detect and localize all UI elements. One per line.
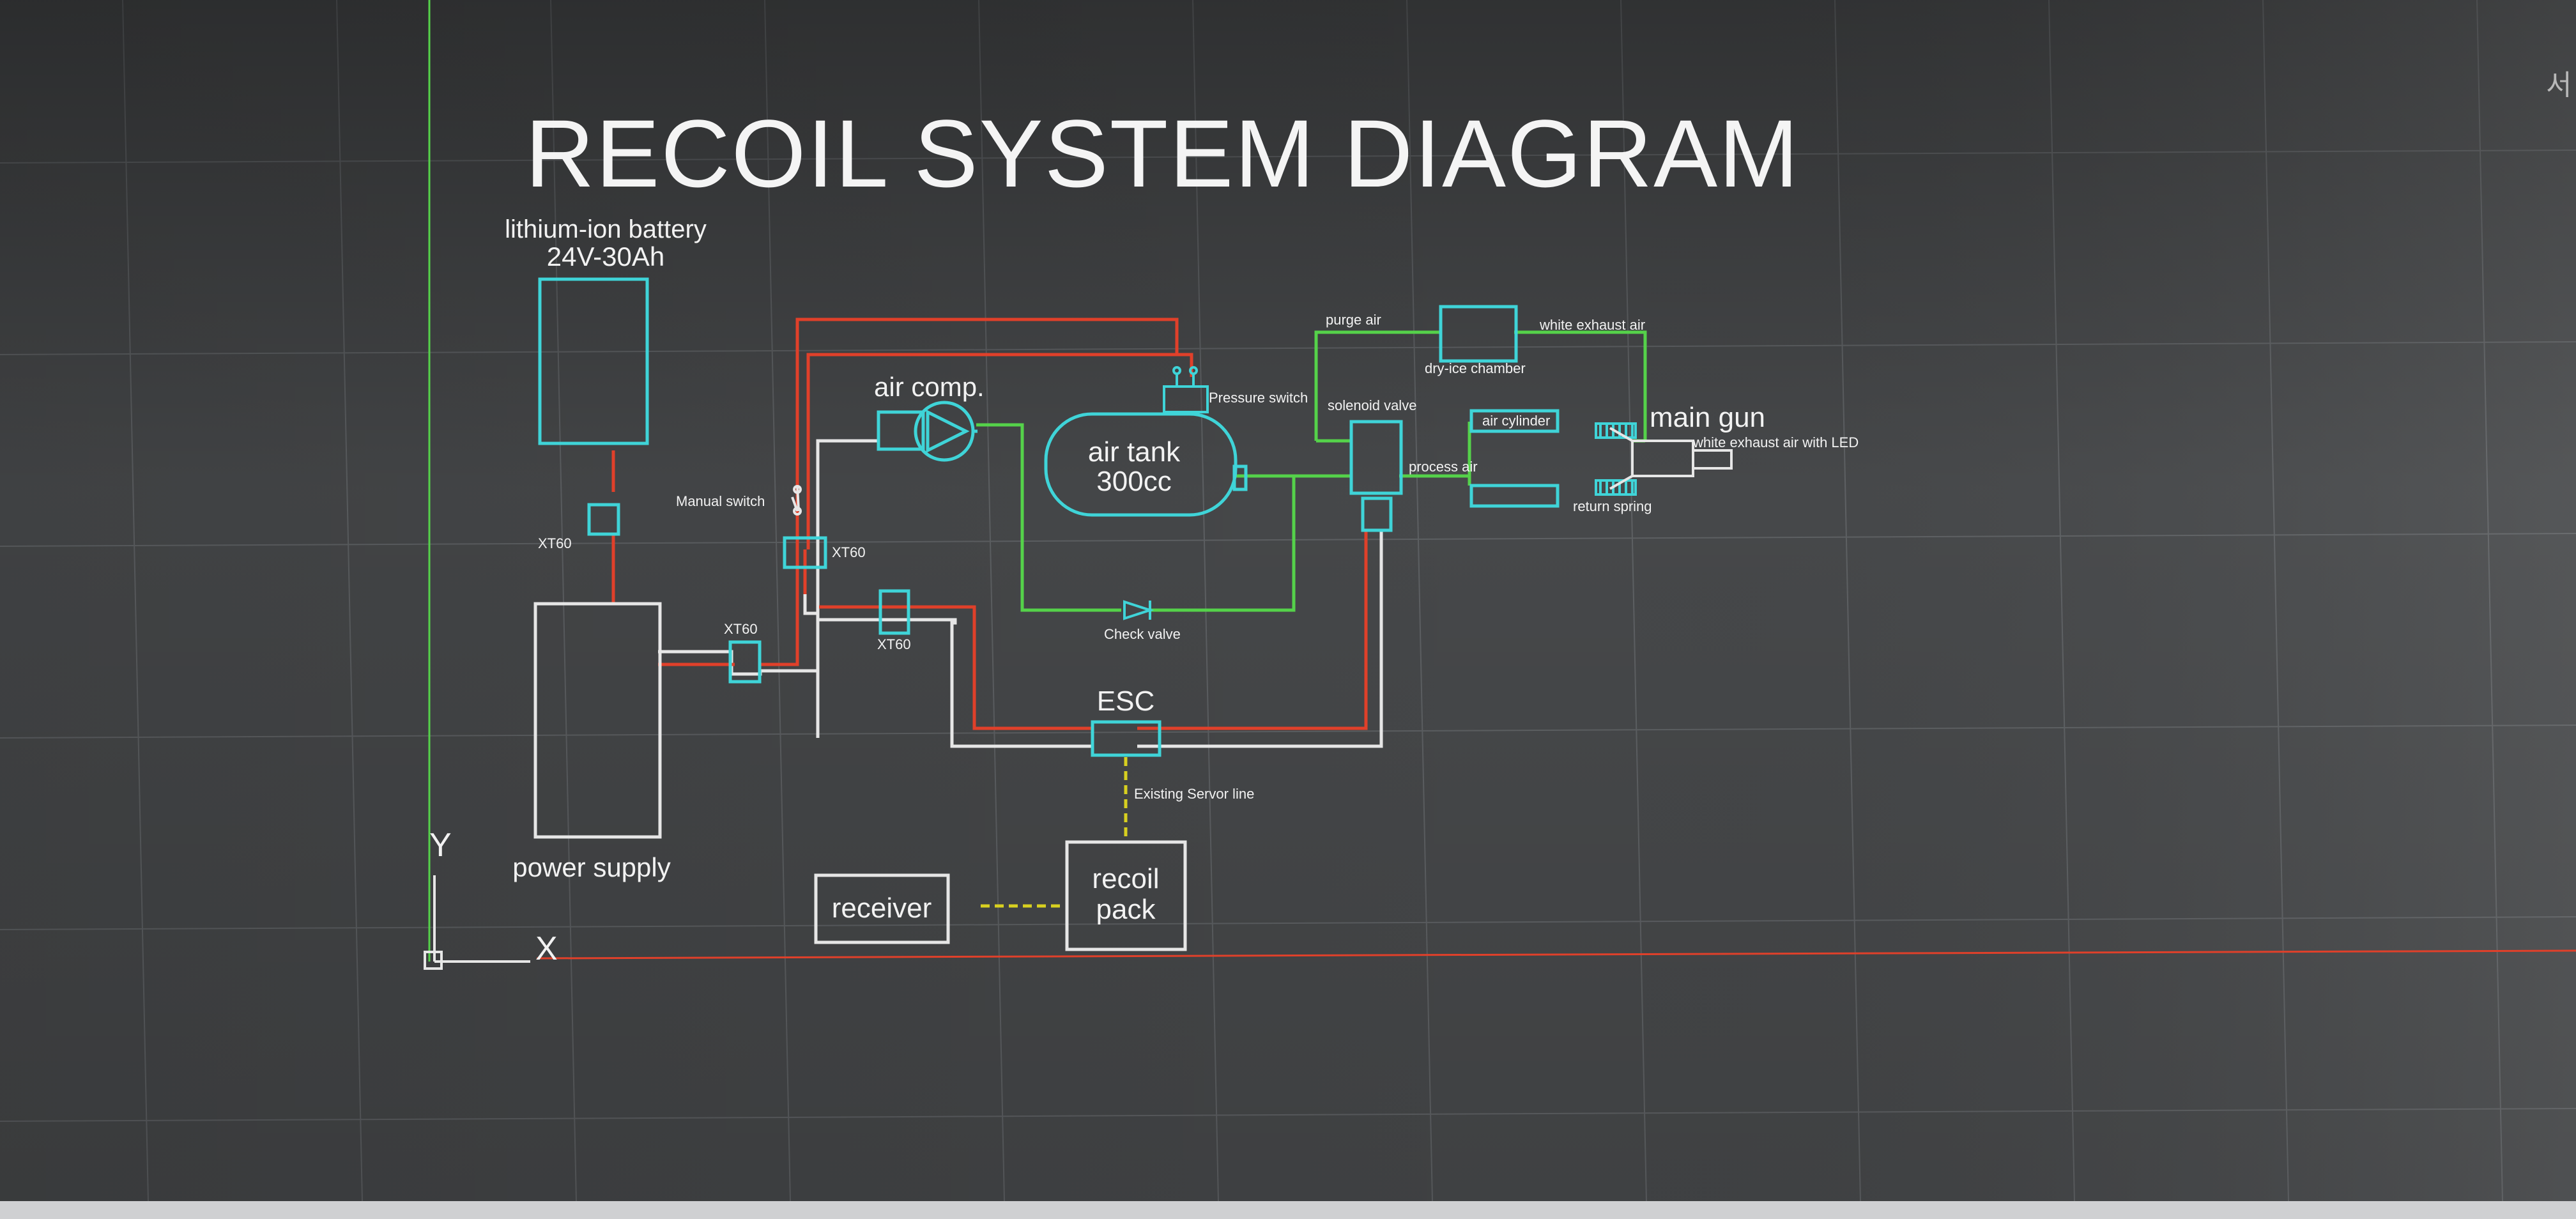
pump-arrow-icon <box>926 409 970 454</box>
xt60-connector-supply[interactable] <box>728 640 762 684</box>
air-tank[interactable] <box>1044 412 1238 517</box>
air-cylinder[interactable] <box>1469 409 1560 433</box>
esc-label: ESC <box>1097 686 1154 717</box>
manual-switch-label: Manual switch <box>676 493 765 509</box>
x-axis-label: X <box>535 930 558 967</box>
air-tank-label-line1: air tank <box>1088 436 1181 468</box>
xt60-label-esc: XT60 <box>877 636 911 652</box>
red-wires <box>611 318 1368 730</box>
recoil-pack-box[interactable] <box>1065 840 1187 951</box>
xt60-label-battery: XT60 <box>538 535 572 551</box>
solenoid-valve-label: solenoid valve <box>1328 397 1416 413</box>
process-air-label: process air <box>1409 459 1478 475</box>
air-tank-port <box>1232 464 1248 491</box>
battery-label-line2: 24V-30Ah <box>547 241 665 272</box>
power-supply-label: power supply <box>512 852 670 882</box>
y-axis-label: Y <box>429 827 452 864</box>
xt60-connector-switch[interactable] <box>783 536 827 569</box>
power-supply-box[interactable] <box>533 602 662 839</box>
existing-servo-line-label: Existing Servor line <box>1134 786 1254 802</box>
main-gun[interactable] <box>1609 427 1733 490</box>
xt60-label-switch: XT60 <box>832 544 866 560</box>
return-spring-cylinder[interactable] <box>1469 484 1560 508</box>
dry-ice-chamber[interactable] <box>1439 305 1518 363</box>
manual-switch[interactable] <box>791 485 802 516</box>
pressure-switch[interactable] <box>1163 366 1209 413</box>
ucs-icon <box>424 875 530 970</box>
air-compressor-label: air comp. <box>874 372 985 402</box>
purge-air-label: purge air <box>1326 312 1381 328</box>
diagram-title: RECOIL SYSTEM DIAGRAM <box>525 100 1800 207</box>
solenoid-valve[interactable] <box>1349 420 1403 495</box>
check-valve-label: Check valve <box>1104 626 1181 642</box>
corner-glyph: 서 <box>2546 70 2572 101</box>
dry-ice-chamber-label: dry-ice chamber <box>1425 360 1526 376</box>
receiver-box[interactable] <box>814 873 950 944</box>
esc-box[interactable] <box>1091 720 1162 757</box>
xt60-label-supply: XT60 <box>724 621 758 637</box>
white-exhaust-air-label: white exhaust air <box>1539 317 1645 333</box>
screen-bezel-bottom <box>0 1201 2576 1219</box>
receiver-label: receiver <box>832 893 932 924</box>
air-tank-label-line2: 300cc <box>1096 466 1171 497</box>
battery-box[interactable] <box>538 277 649 445</box>
air-compressor-motor[interactable] <box>877 410 925 451</box>
green-air-lines <box>976 330 1647 612</box>
return-spring-label: return spring <box>1573 498 1652 514</box>
xt60-connector-battery[interactable] <box>587 503 620 536</box>
air-cylinder-label: air cylinder <box>1482 413 1550 429</box>
recoil-pack-label-line1: recoil <box>1092 863 1159 894</box>
recoil-pack-label-line2: pack <box>1096 894 1156 925</box>
xt60-connector-esc[interactable] <box>878 589 910 635</box>
solenoid-coil <box>1361 496 1393 532</box>
x-axis-line <box>536 949 2576 960</box>
battery-label-line1: lithium-ion battery <box>505 215 707 243</box>
check-valve[interactable] <box>1123 600 1154 620</box>
white-exhaust-led-label: white exhaust air with LED <box>1692 434 1859 450</box>
pressure-switch-label: Pressure switch <box>1209 390 1308 406</box>
main-gun-label: main gun <box>1650 402 1765 433</box>
